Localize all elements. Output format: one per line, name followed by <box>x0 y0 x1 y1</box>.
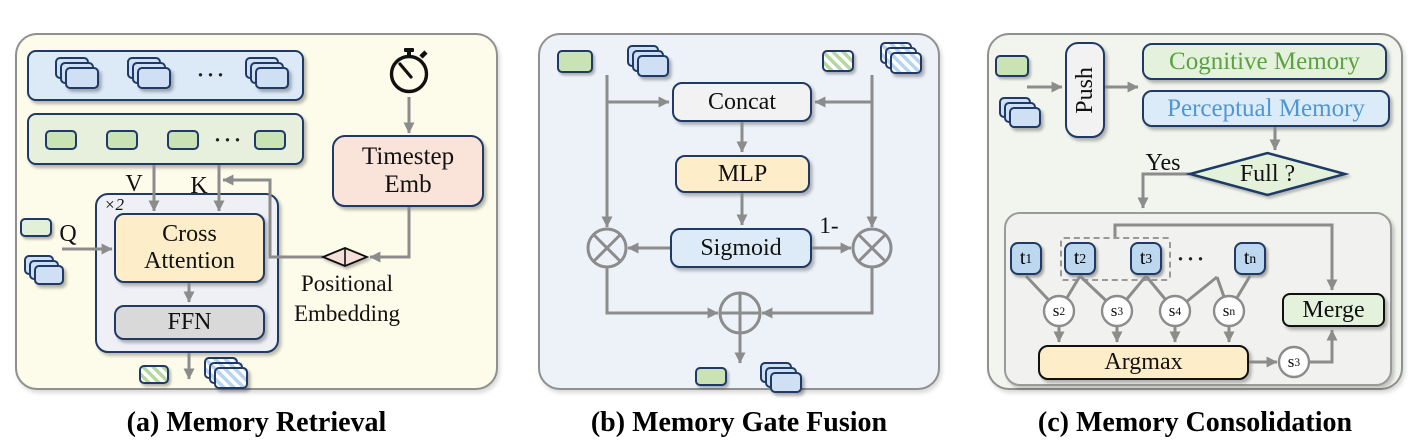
multiply-icon <box>851 227 893 269</box>
ellipsis: ··· <box>197 63 228 87</box>
q-label: Q <box>59 220 77 247</box>
push-label: Push <box>1071 66 1098 114</box>
positional-embedding-label-2: Embedding <box>293 301 401 326</box>
concat-box: Concat <box>672 82 812 122</box>
positional-embedding-label-1: Positional <box>300 271 393 296</box>
one-minus-label: 1- <box>819 213 839 238</box>
output-frame-stack <box>760 362 804 393</box>
panel-memory-retrieval: ··· ··· V K ×2 Cross Attention FFN Q <box>15 33 498 390</box>
green-token-card <box>995 55 1029 77</box>
yes-label: Yes <box>1145 149 1181 176</box>
x2-label: ×2 <box>104 195 124 214</box>
add-icon <box>718 291 762 335</box>
panel-memory-consolidation: Push Cognitive Memory Perceptual Memory … <box>987 33 1403 390</box>
cross-attention-box: Cross Attention <box>114 213 265 283</box>
cognitive-memory-box: Cognitive Memory <box>1142 43 1387 80</box>
token-card <box>167 130 199 150</box>
frame-stack <box>627 45 671 77</box>
mlp-box: MLP <box>675 155 810 193</box>
token-card <box>106 130 138 150</box>
ellipsis: ··· <box>1177 247 1208 271</box>
output-hatched-frame-stack <box>204 357 250 390</box>
v-label: V <box>125 170 143 197</box>
full-diamond-label: Full ? <box>1239 160 1296 187</box>
hatched-frame-stack <box>880 42 924 74</box>
caption-memory-gate-fusion: (b) Memory Gate Fusion <box>590 407 888 438</box>
k-label: K <box>190 172 208 199</box>
token-card <box>254 130 286 150</box>
caption-memory-consolidation: (c) Memory Consolidation <box>1037 407 1353 438</box>
sigmoid-box: Sigmoid <box>670 228 812 268</box>
frame-stack <box>245 57 289 89</box>
perceptual-memory-bank: ··· <box>27 50 304 101</box>
perceptual-memory-box: Perceptual Memory <box>1142 90 1390 127</box>
hatched-green-card <box>822 50 854 72</box>
push-box: Push <box>1065 42 1105 138</box>
caption-memory-retrieval: (a) Memory Retrieval <box>126 407 387 438</box>
stopwatch-icon <box>389 48 429 94</box>
cognitive-memory-bank: ··· <box>27 113 304 165</box>
frame-stack <box>999 97 1043 128</box>
positional-embedding-diamond-icon <box>320 247 370 267</box>
query-frame-stack <box>24 255 68 287</box>
query-green-card <box>20 218 52 237</box>
multiply-icon <box>586 227 628 269</box>
timestep-emb-box: Timestep Emb <box>332 135 484 207</box>
panel-memory-gate-fusion: Concat MLP Sigmoid 1- <box>538 33 940 393</box>
token-card <box>45 130 77 150</box>
ffn-box: FFN <box>114 305 265 340</box>
figure-memory-architecture: ··· ··· V K ×2 Cross Attention FFN Q <box>0 18 1425 447</box>
green-token-card <box>557 50 593 73</box>
frame-stack <box>127 57 171 89</box>
argmax-box: Argmax <box>1038 345 1249 380</box>
ellipsis: ··· <box>214 128 245 152</box>
frame-stack <box>55 57 99 89</box>
merge-box: Merge <box>1282 293 1385 327</box>
output-green-card <box>695 367 727 386</box>
output-hatched-green-card <box>139 365 169 384</box>
